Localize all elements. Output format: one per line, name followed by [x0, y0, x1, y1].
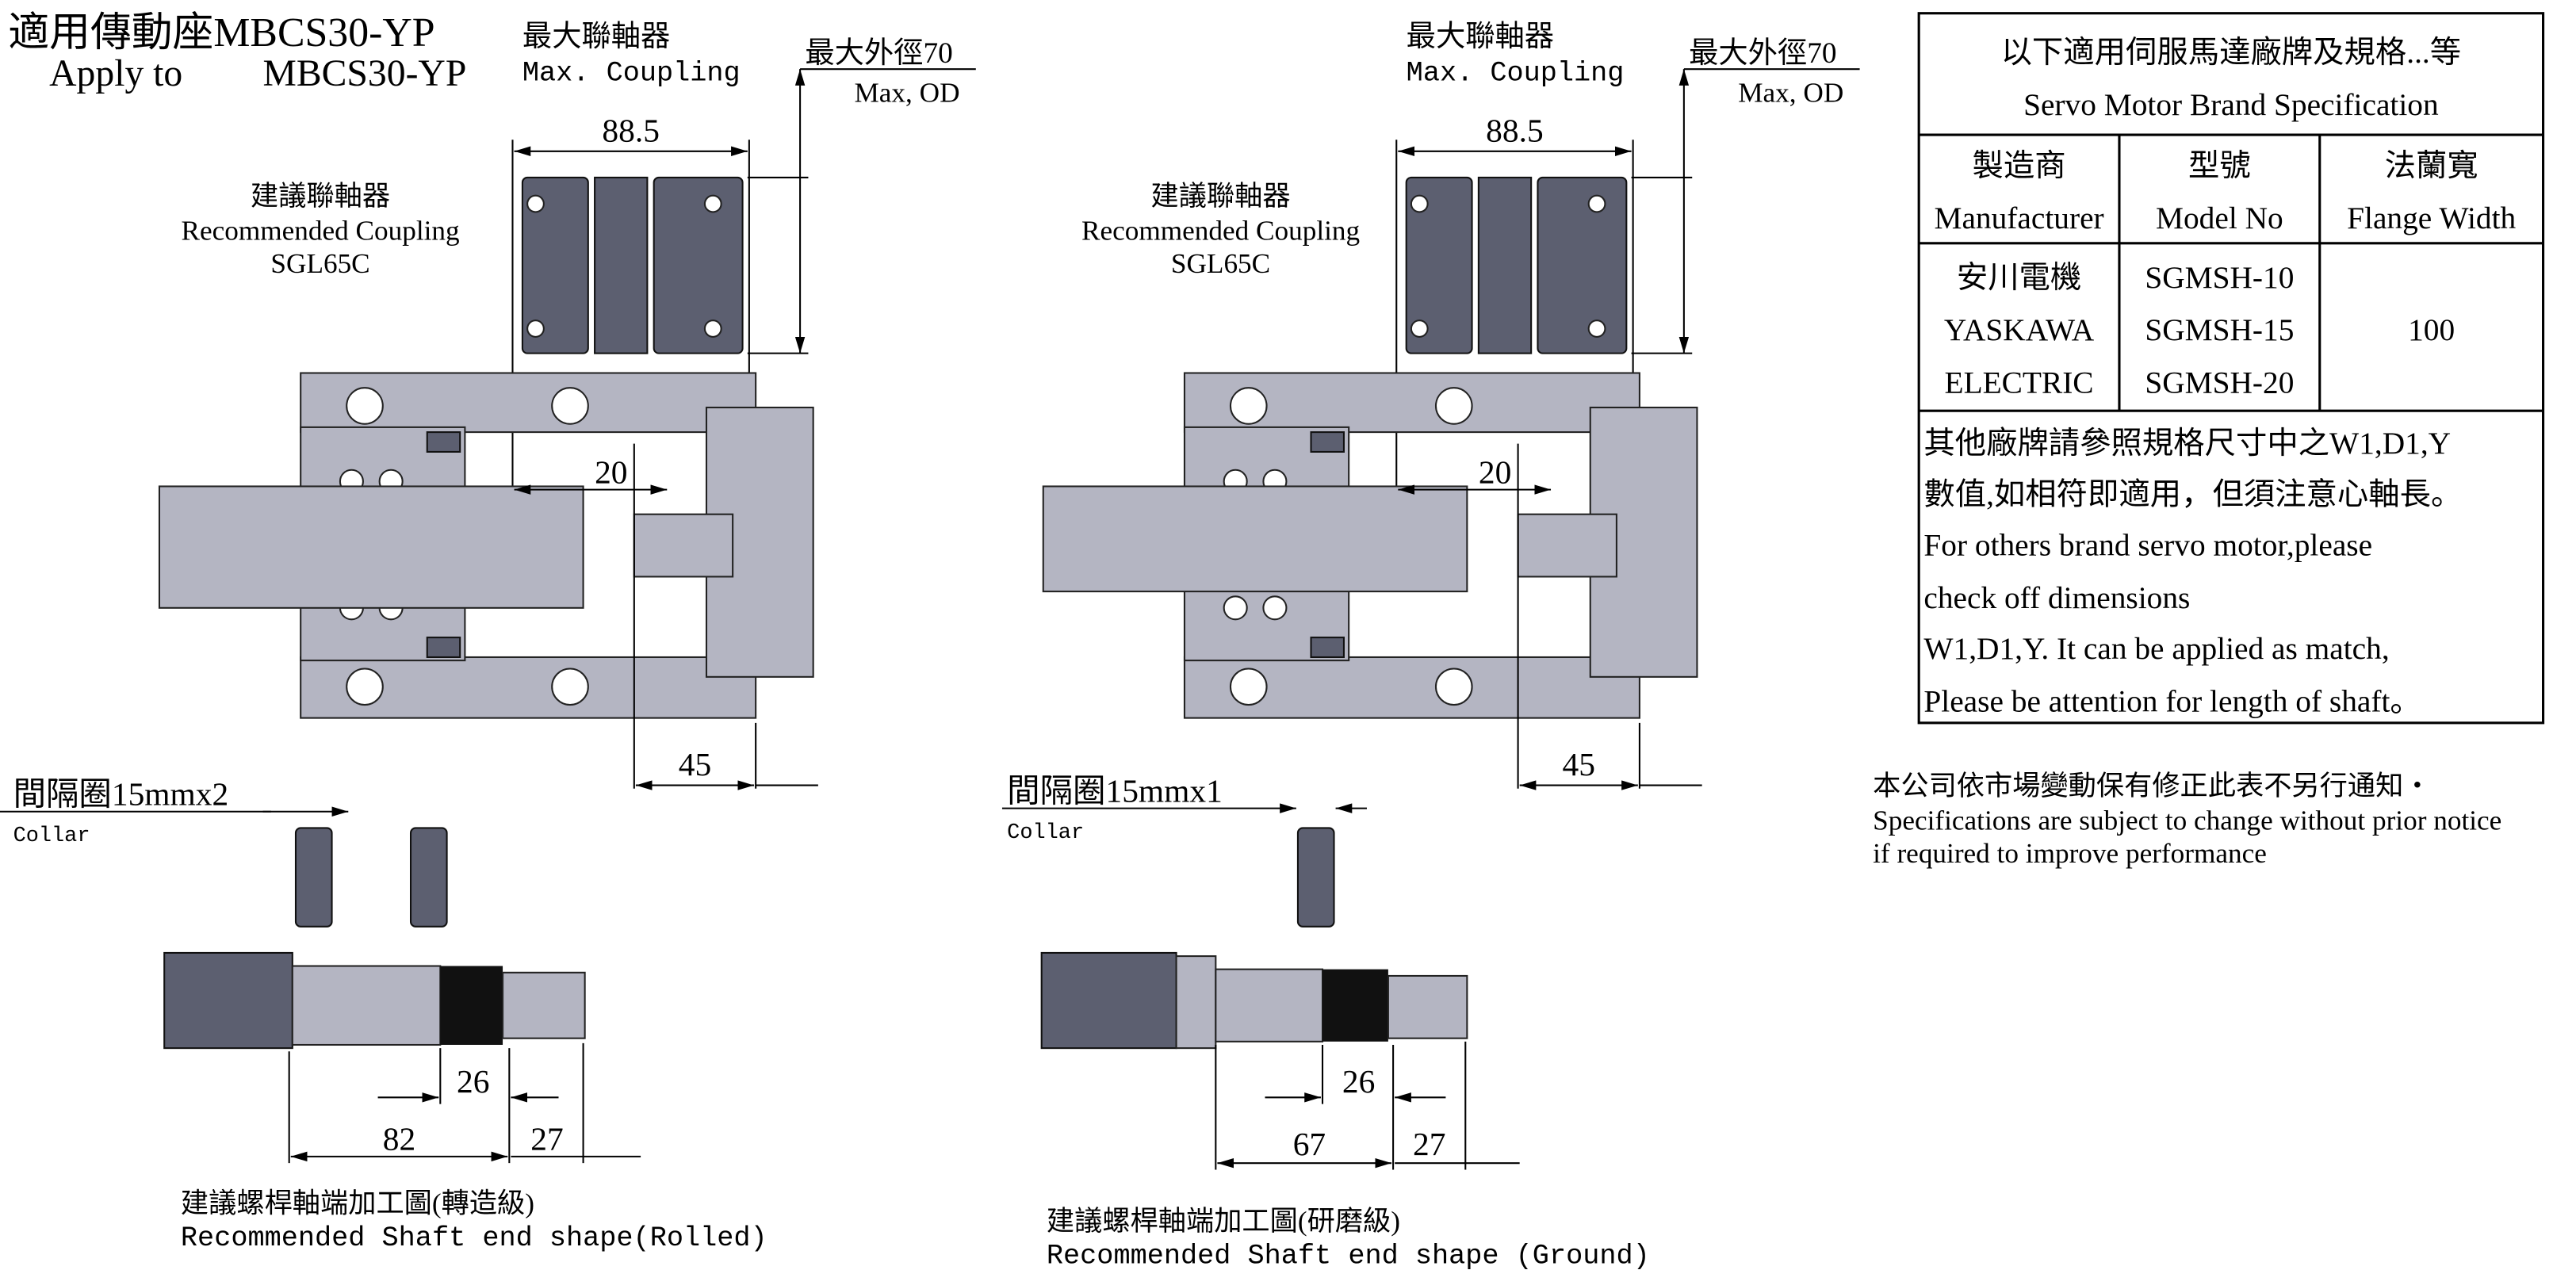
header-manufacturer-zh: 製造商 — [1973, 148, 2066, 183]
caption-zh: 建議螺桿軸端加工圖(轉造級) — [181, 1188, 534, 1218]
collar-en: Collar — [1007, 821, 1084, 845]
manufacturer-cell: ELECTRIC — [1945, 365, 2094, 400]
manufacturer-cell: 安川電機 — [1957, 260, 2081, 295]
manufacturer-cell: YASKAWA — [1944, 312, 2095, 347]
dim-shaft-a: 26 — [1342, 1063, 1375, 1100]
rec-coupling-model: SGL65C — [1171, 248, 1270, 279]
shaft-end-ground — [1040, 951, 1468, 1050]
assembly-drawing-rolled: 最大聯軸器 Max. Coupling 最大外徑70 Max, OD 建議聯軸器… — [0, 21, 976, 1254]
note-line: check off dimensions — [1923, 580, 2190, 615]
note-line: For others brand servo motor,please — [1923, 528, 2372, 563]
screw-shaft — [1042, 485, 1468, 593]
collar-zh: 間隔圈15mmx1 — [1007, 772, 1223, 809]
model-cell: SGMSH-20 — [2145, 365, 2294, 400]
max-coupling-en: Max. Coupling — [1407, 58, 1625, 90]
rec-coupling-zh: 建議聯軸器 — [251, 181, 390, 212]
rec-coupling-en: Recommended Coupling — [1081, 216, 1360, 247]
dim-shaft-b: 67 — [1293, 1126, 1326, 1162]
header-flange-zh: 法蘭寬 — [2385, 148, 2478, 183]
max-od-en: Max, OD — [1738, 78, 1843, 109]
dim-flange: 45 — [1563, 746, 1595, 782]
header-flange-en: Flange Width — [2347, 201, 2516, 235]
assembly-drawing-ground: 最大聯軸器 Max. Coupling 最大外徑70 Max, OD 建議聯軸器… — [1001, 21, 1860, 1270]
shaft-end-rolled — [163, 951, 586, 1050]
max-od-zh: 最大外徑70 — [805, 37, 952, 70]
collar — [409, 827, 448, 928]
dim-shaft-a: 26 — [457, 1063, 489, 1100]
header-manufacturer-en: Manufacturer — [1934, 201, 2103, 235]
caption-en: Recommended Shaft end shape (Ground) — [1047, 1241, 1650, 1270]
flange-width-cell: 100 — [2408, 312, 2455, 347]
title-en-prefix: Apply to — [49, 53, 182, 94]
title-zh: 適用傳動座MBCS30-YP — [8, 10, 434, 55]
title-en-model: MBCS30-YP — [263, 53, 467, 94]
caption-zh: 建議螺桿軸端加工圖(研磨級) — [1047, 1206, 1400, 1237]
dim-shaft-b: 82 — [383, 1121, 415, 1157]
notice-en-1: Specifications are subject to change wit… — [1873, 805, 2501, 836]
dim-shaft-c: 27 — [1413, 1126, 1445, 1162]
note-line: 數值,如相符即適用，但須注意心軸長。 — [1923, 476, 2462, 511]
rec-coupling-model: SGL65C — [270, 248, 369, 279]
max-od-en: Max, OD — [854, 78, 959, 109]
screw-shaft — [158, 485, 584, 609]
note-line: W1,D1,Y. It can be applied as match, — [1923, 631, 2389, 666]
collar — [294, 827, 333, 928]
dim-gap: 20 — [595, 453, 627, 490]
max-od-zh: 最大外徑70 — [1689, 37, 1836, 70]
header-model-zh: 型號 — [2188, 148, 2251, 183]
coupling — [521, 176, 744, 354]
header-model-en: Model No — [2156, 201, 2283, 235]
rec-coupling-zh: 建議聯軸器 — [1150, 181, 1290, 212]
servo-spec-table: 以下適用伺服馬達廠牌及規格...等 Servo Motor Brand Spec… — [1917, 12, 2545, 725]
table-title-zh: 以下適用伺服馬達廠牌及規格...等 — [2001, 35, 2462, 70]
caption-en: Recommended Shaft end shape(Rolled) — [181, 1222, 767, 1254]
notice-zh: 本公司依市場變動保有修正此表不另行通知・ — [1873, 771, 2431, 801]
dim-gap: 20 — [1479, 453, 1511, 490]
collar-en: Collar — [13, 824, 90, 848]
model-cell: SGMSH-10 — [2145, 260, 2294, 295]
rec-coupling-en: Recommended Coupling — [181, 216, 459, 247]
dim-coupling-length: 88.5 — [602, 112, 660, 148]
note-line: 其他廠牌請參照規格尺寸中之W1,D1,Y — [1923, 426, 2451, 461]
max-coupling-zh: 最大聯軸器 — [522, 21, 670, 53]
note-line: Please be attention for length of shaft。 — [1923, 683, 2421, 718]
max-coupling-en: Max. Coupling — [522, 58, 741, 90]
dim-flange: 45 — [679, 746, 711, 782]
collar — [1296, 827, 1335, 928]
model-cell: SGMSH-15 — [2145, 312, 2294, 347]
collar-zh: 間隔圈15mmx2 — [13, 775, 229, 812]
dim-shaft-c: 27 — [530, 1121, 563, 1157]
notice-en-2: if required to improve performance — [1873, 838, 2267, 869]
table-title-en: Servo Motor Brand Specification — [2023, 87, 2439, 122]
coupling — [1405, 176, 1628, 354]
dim-coupling-length: 88.5 — [1486, 112, 1544, 148]
max-coupling-zh: 最大聯軸器 — [1407, 21, 1554, 53]
